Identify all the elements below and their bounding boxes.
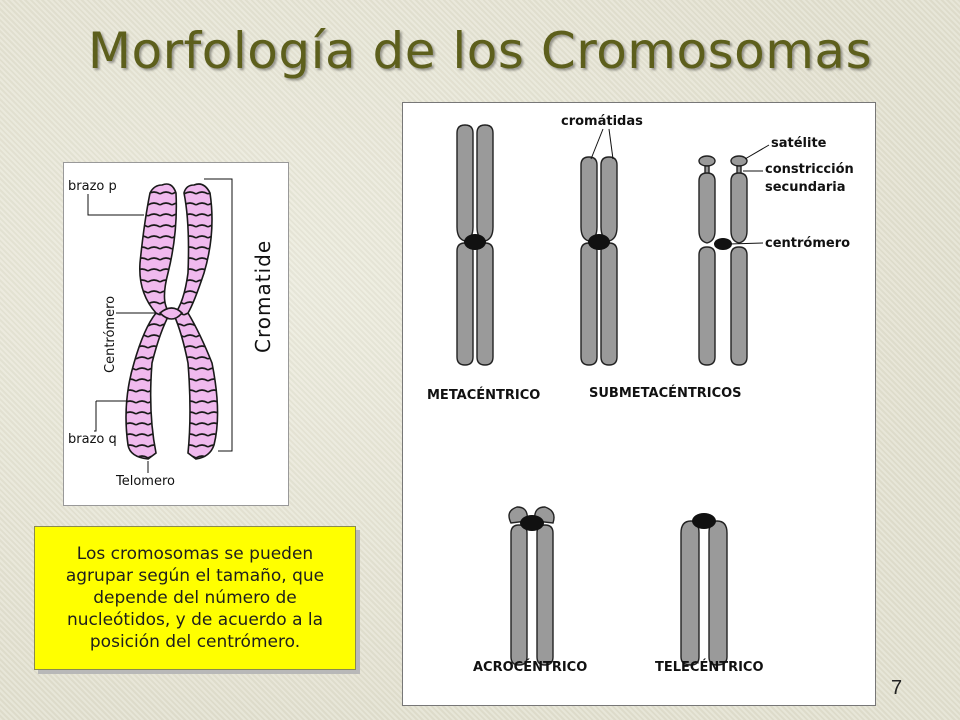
label-centromero-right: centrómero — [765, 236, 850, 251]
label-brazo-q: brazo q — [68, 432, 117, 447]
label-cromatidas: cromátidas — [561, 114, 643, 129]
label-brazo-p: brazo p — [68, 179, 117, 194]
callout-text: Los cromosomas se pueden agrupar según e… — [65, 544, 325, 652]
label-submetacentricos: SUBMETACÉNTRICOS — [589, 385, 742, 401]
label-telomero: Telomero — [115, 474, 175, 489]
chromosome-types-figure: cromátidas satélite constricción secunda… — [402, 102, 876, 706]
label-acrocentrico: ACROCÉNTRICO — [473, 659, 587, 675]
page-number: 7 — [891, 677, 903, 699]
centromere-acrocentric — [520, 515, 544, 531]
centromere-submetacentric-1 — [588, 234, 610, 250]
leader-satelite — [744, 144, 770, 160]
label-satelite: satélite — [771, 136, 827, 151]
slide-title: Morfología de los Cromosomas — [87, 22, 873, 80]
right-chromatid — [173, 183, 219, 460]
label-cromatide: Cromatide — [251, 240, 275, 353]
centromere-submetacentric-2 — [714, 238, 732, 250]
label-metacentrico: METACÉNTRICO — [427, 387, 540, 403]
chromosome-structure-drawing: brazo p Centrómero Cromatide brazo q Tel… — [68, 178, 275, 489]
metacentric-chromosome — [456, 124, 494, 366]
label-constriccion: constricción — [765, 162, 854, 177]
leader-centromero — [728, 242, 764, 245]
chromosome-structure-figure: brazo p Centrómero Cromatide brazo q Tel… — [63, 162, 289, 506]
callout-box: Los cromosomas se pueden agrupar según e… — [34, 526, 356, 670]
leader-cromatidas-2 — [608, 128, 614, 160]
centromere-twist — [158, 307, 184, 320]
chromosome-types-drawing: cromátidas satélite constricción secunda… — [427, 114, 854, 675]
submetacentric-chromosome-1 — [580, 156, 618, 366]
leader-brazo-p — [87, 194, 144, 216]
leader-cromatidas-1 — [590, 128, 604, 160]
leader-brazo-q — [94, 401, 97, 432]
bracket-cromatide — [204, 178, 233, 452]
centromere-metacentric — [464, 234, 486, 250]
label-telecentrico: TELECÉNTRICO — [655, 659, 764, 675]
telocentric-chromosome — [680, 520, 728, 666]
label-centromero: Centrómero — [103, 296, 118, 373]
centromere-telocentric — [692, 513, 716, 529]
label-secundaria: secundaria — [765, 180, 846, 195]
left-chromatid — [125, 183, 178, 460]
submetacentric-chromosome-2 — [698, 155, 748, 366]
